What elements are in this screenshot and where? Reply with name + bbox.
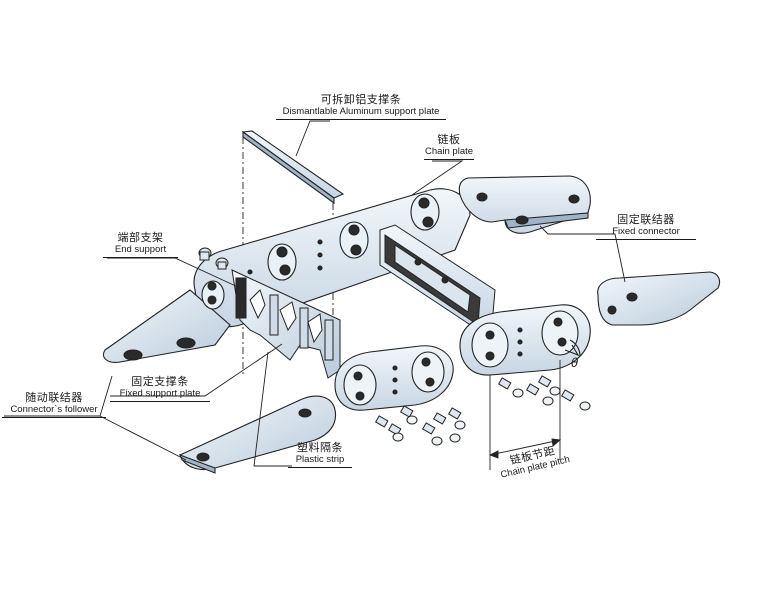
label-end-support-cn: 端部支架 [117, 231, 164, 244]
label-chain-plate-cn: 链板 [437, 133, 461, 146]
label-fixed-connector-cn: 固定联结器 [617, 213, 675, 226]
label-dismantlable-plate-cn: 可拆卸铝支撑条 [320, 93, 402, 106]
screws-end-support [198, 247, 229, 270]
label-connector-follower-en: Connector`s follower [2, 404, 106, 418]
label-fixed-connector-en: Fixed connector [596, 226, 696, 240]
leader-lines [4, 120, 626, 470]
label-plastic-strip-cn: 塑料隔条 [297, 441, 343, 454]
label-chain-plate-en: Chain plate [424, 146, 474, 160]
front-chain-plates-right [459, 304, 591, 376]
label-fixed-connector: 固定联结器 Fixed connector [596, 213, 696, 240]
label-end-support-en: End support [103, 244, 178, 258]
fixed-connector-upper [458, 175, 591, 234]
screws-front-right [497, 375, 591, 411]
label-dismantlable-plate: 可拆卸铝支撑条 Dismantlable Aluminum support pl… [276, 93, 446, 120]
front-chain-plate-middle [334, 345, 454, 411]
angle-theta-label: θ [571, 356, 579, 370]
label-connector-follower: 随动联结器 Connector`s follower [2, 391, 106, 418]
plastic-strip-block [379, 224, 496, 331]
label-fixed-support-plate: 固定支撑条 Fixed support plate [110, 375, 210, 402]
label-chain-plate: 链板 Chain plate [424, 133, 474, 160]
end-support [231, 269, 341, 379]
label-dismantlable-plate-en: Dismantlable Aluminum support plate [276, 106, 446, 120]
label-plastic-strip: 塑料隔条 Plastic strip [288, 441, 352, 468]
label-fixed-support-plate-cn: 固定支撑条 [131, 375, 189, 388]
aluminum-support-bar [241, 130, 345, 205]
label-plastic-strip-en: Plastic strip [288, 454, 352, 468]
fixed-connector-lower [597, 271, 721, 326]
screws-front-middle [374, 405, 466, 446]
label-fixed-support-plate-en: Fixed support plate [110, 388, 210, 402]
label-connector-follower-cn: 随动联结器 [25, 391, 83, 404]
label-end-support: 端部支架 End support [103, 231, 178, 258]
